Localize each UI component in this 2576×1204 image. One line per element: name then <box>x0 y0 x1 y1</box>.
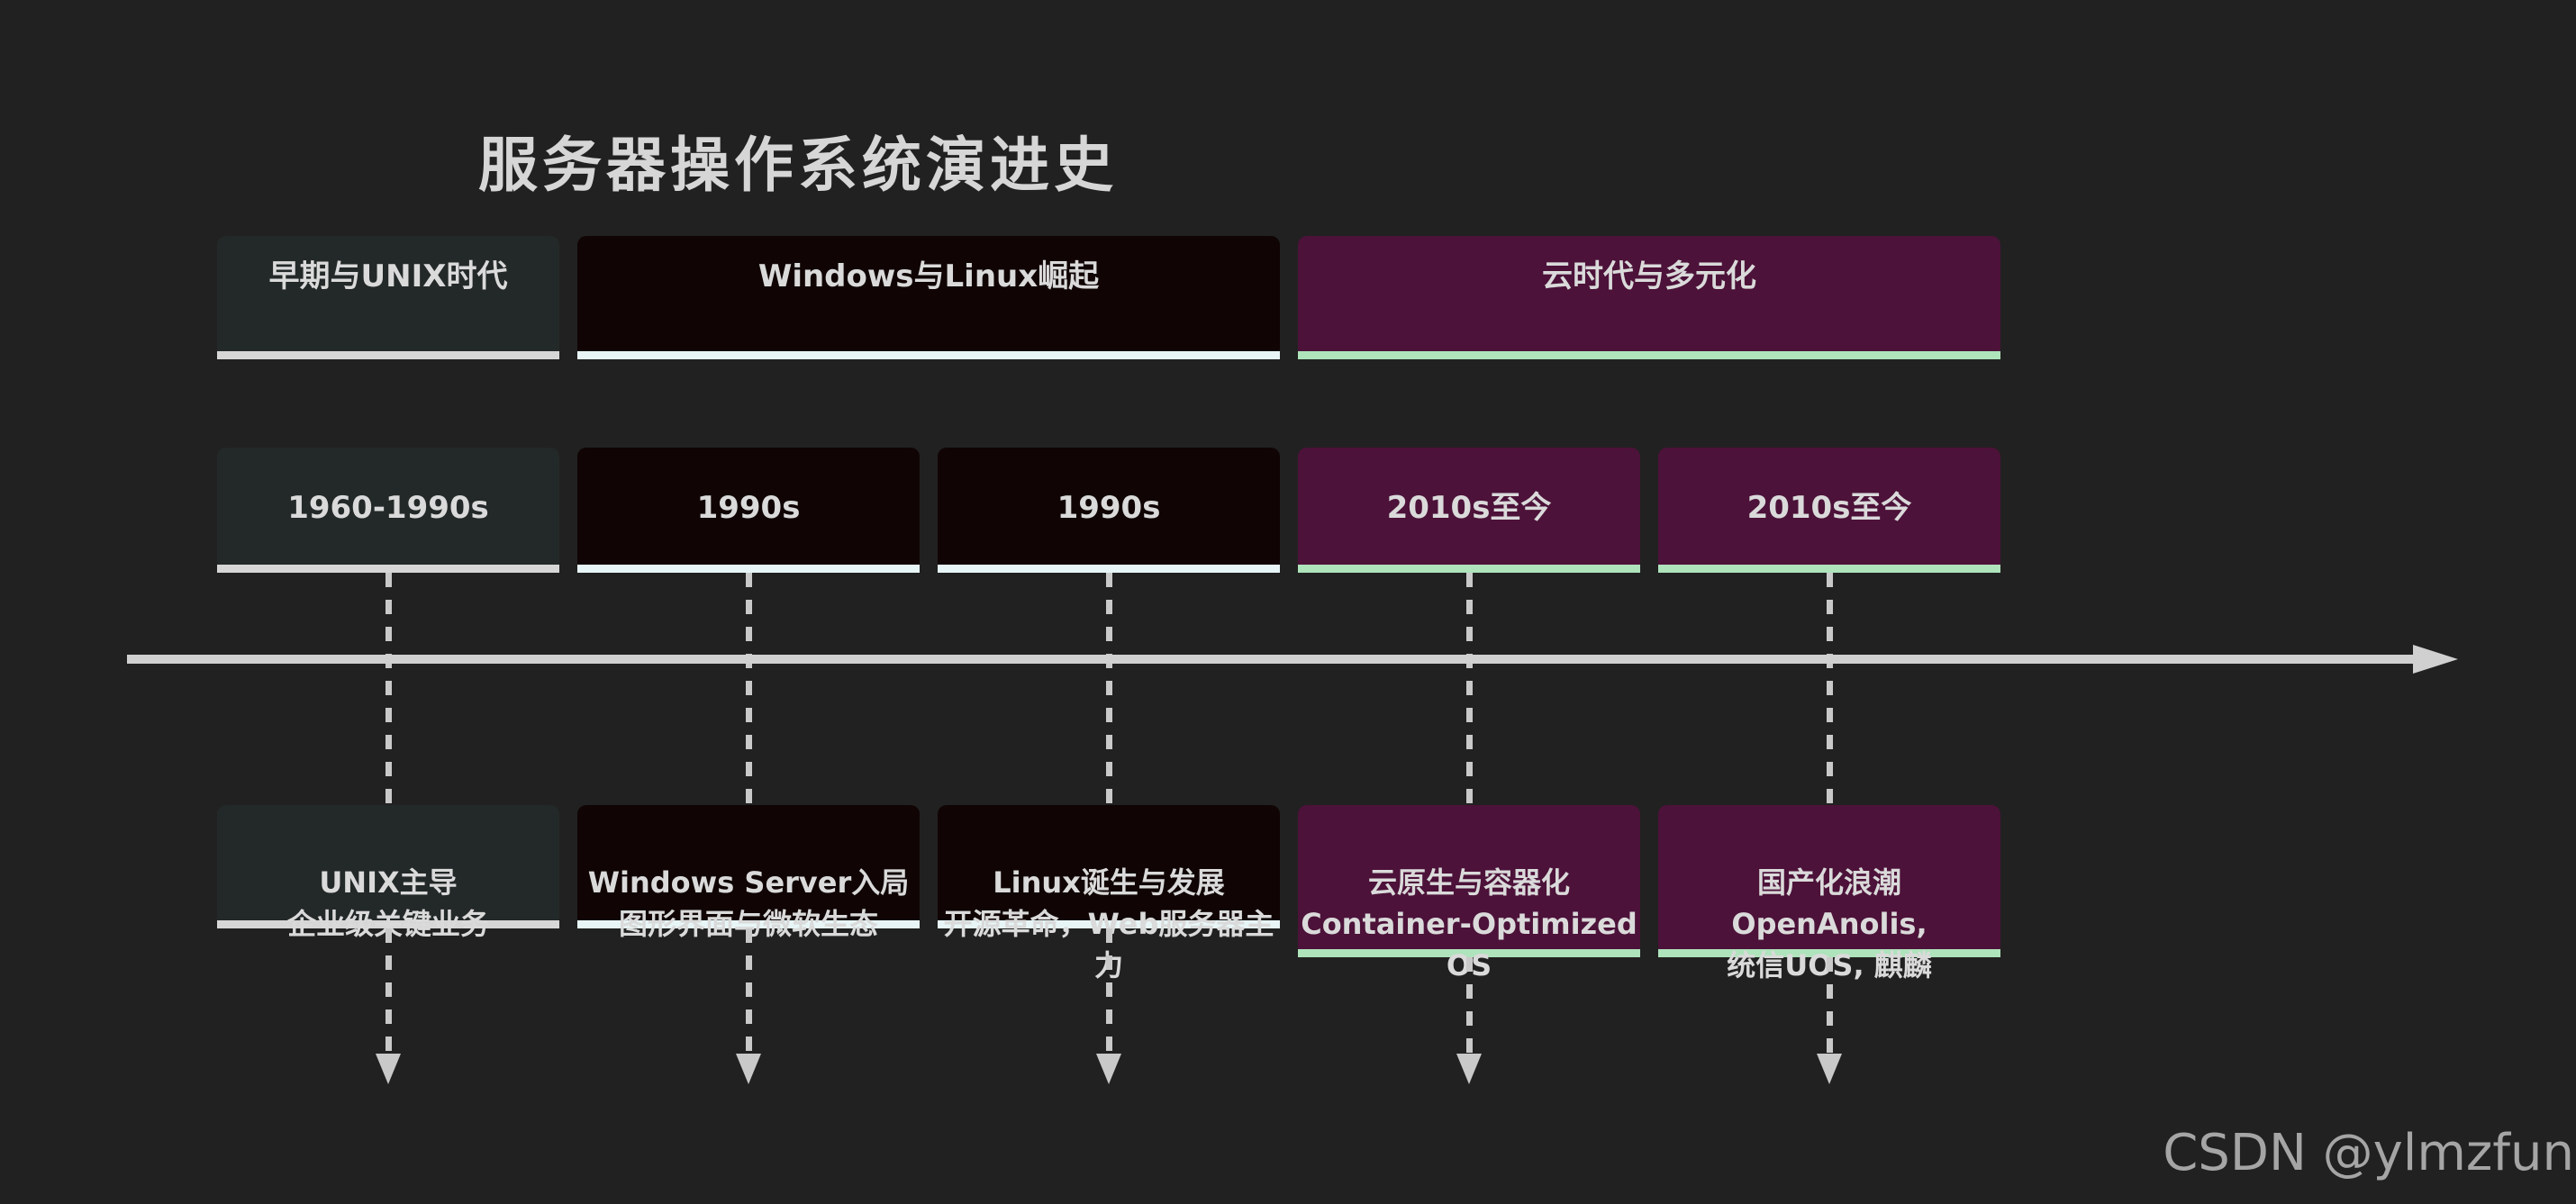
date-box-cloud: 2010s至今 <box>1298 448 1640 573</box>
arrow-right-icon <box>2413 645 2458 674</box>
connector-dash-line <box>1466 957 1473 1055</box>
era-box-cloud-era: 云时代与多元化 <box>1298 236 2000 359</box>
connector-dash-line <box>1827 957 1833 1055</box>
era-label: 早期与UNIX时代 <box>268 258 508 294</box>
connector-dash-line <box>385 928 392 1055</box>
era-label: 云时代与多元化 <box>1542 258 1756 294</box>
arrow-down-icon <box>736 1054 761 1084</box>
date-box-linux: 1990s <box>938 448 1280 573</box>
desc-text: 云原生与容器化 Container-Optimized OS <box>1301 865 1637 982</box>
desc-box-cloud: 云原生与容器化 Container-Optimized OS <box>1298 805 1640 982</box>
date-label: 2010s至今 <box>1386 490 1552 526</box>
date-box-unix: 1960-1990s <box>217 448 559 573</box>
arrow-down-icon <box>1096 1054 1121 1084</box>
date-label: 2010s至今 <box>1746 490 1912 526</box>
era-box-windows-linux: Windows与Linux崛起 <box>577 236 1280 359</box>
connector-dash-line <box>1466 573 1473 805</box>
desc-text: UNIX主导 企业级关键业务 <box>286 865 489 941</box>
watermark: CSDN @ylmzfun <box>2163 1124 2574 1182</box>
date-box-windows: 1990s <box>577 448 920 573</box>
desc-box-unix: UNIX主导 企业级关键业务 <box>217 805 559 941</box>
date-box-domestic: 2010s至今 <box>1658 448 2000 573</box>
page-title: 服务器操作系统演进史 <box>478 131 1118 200</box>
date-label: 1990s <box>1057 490 1161 526</box>
timeline-axis <box>127 655 2415 664</box>
era-label: Windows与Linux崛起 <box>757 258 1100 294</box>
arrow-down-icon <box>1456 1054 1482 1084</box>
connector-dash-line <box>1106 928 1112 1055</box>
arrow-down-icon <box>376 1054 401 1084</box>
desc-box-domestic: 国产化浪潮 OpenAnolis, 统信UOS, 麒麟 <box>1658 805 2000 982</box>
connector-dash-line <box>385 573 392 805</box>
era-box-early-unix: 早期与UNIX时代 <box>217 236 559 359</box>
connector-dash-line <box>1827 573 1833 805</box>
desc-text: 国产化浪潮 OpenAnolis, 统信UOS, 麒麟 <box>1727 865 1932 982</box>
date-label: 1960-1990s <box>287 490 489 526</box>
connector-dash-line <box>1106 573 1112 805</box>
desc-box-windows: Windows Server入局 图形界面与微软生态 <box>577 805 920 941</box>
connector-dash-line <box>746 928 752 1055</box>
connector-dash-line <box>746 573 752 805</box>
arrow-down-icon <box>1817 1054 1842 1084</box>
desc-box-linux: Linux诞生与发展 开源革命，Web服务器主力 <box>938 805 1280 982</box>
date-label: 1990s <box>696 490 801 526</box>
